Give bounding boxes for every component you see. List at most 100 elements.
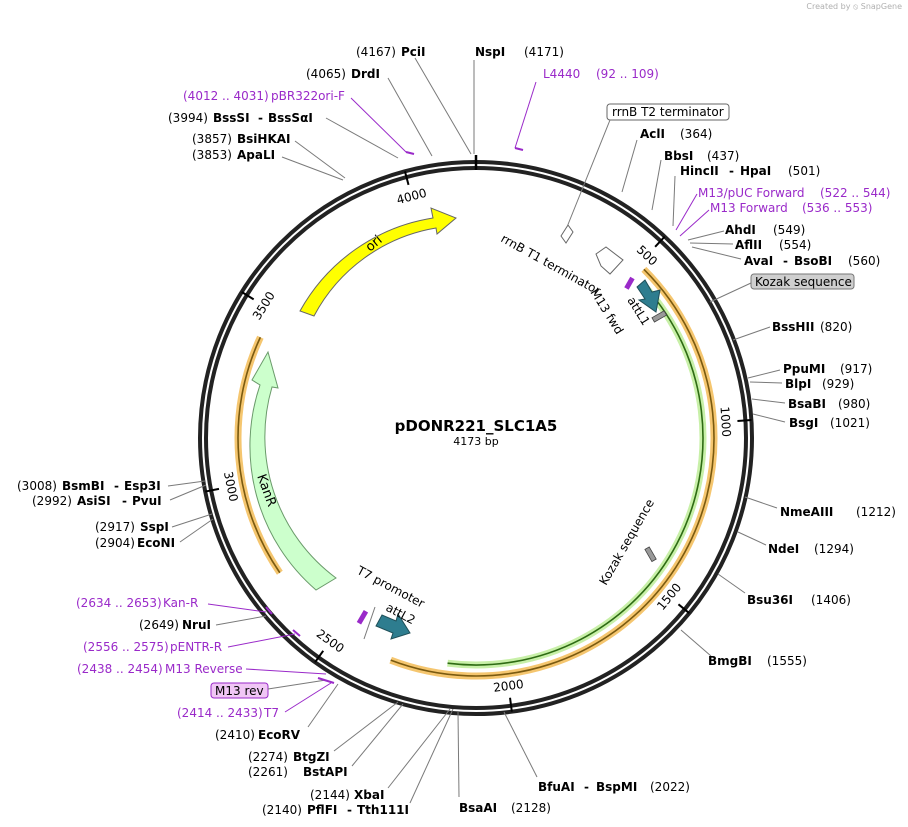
blpi-leader — [749, 381, 783, 384]
bsshii-name: BssHII — [772, 320, 814, 334]
pcii-pos: (4167) — [356, 45, 396, 59]
hincii-name: HincII — [680, 164, 719, 178]
credit-prefix: Created by — [806, 2, 851, 11]
ppumi-pos: (917) — [840, 362, 872, 376]
l4440-name: L4440 — [543, 67, 580, 81]
ndei-name: NdeI — [768, 542, 799, 556]
rrnb-t2-terminator-icon — [560, 224, 574, 244]
tick-label: 4000 — [395, 186, 428, 207]
m13fwd-range: (536 .. 553) — [802, 201, 872, 215]
nmeaiii-name: NmeAIII — [780, 505, 833, 519]
tick-label: 2500 — [314, 626, 347, 655]
tick-label: 3500 — [250, 289, 278, 322]
bsmbi-pos: (3008) — [17, 479, 57, 493]
bsihkai-pos: (3857) — [192, 132, 232, 146]
m13fwd-leader — [679, 209, 710, 237]
btgzi-leader — [333, 701, 399, 752]
m13rev-range: (2438 .. 2454) — [77, 662, 163, 676]
pcii-name: PciI — [401, 45, 426, 59]
m13rev-leader — [245, 668, 327, 675]
nrui-name: NruI — [182, 618, 211, 632]
bsshii-pos: (820) — [820, 320, 852, 334]
nmeaiii-leader — [744, 496, 778, 509]
hpai-name: HpaI — [740, 164, 771, 178]
tick-mark — [654, 235, 666, 248]
acli-name: AclI — [640, 127, 665, 141]
tick-mark — [737, 419, 752, 422]
rrnb-t1-label: rrnB T1 terminator — [499, 231, 603, 297]
apali-leader — [281, 156, 344, 181]
pbr322-leader — [350, 97, 407, 153]
ori-arrow-icon — [299, 207, 457, 317]
sspi-leader — [171, 513, 213, 528]
tick-mark — [677, 603, 690, 614]
pvui-name: PvuI — [132, 494, 162, 508]
ahdi-leader — [687, 230, 725, 241]
acli-leader — [621, 139, 638, 193]
tick-mark — [509, 697, 513, 712]
ahdi-name: AhdI — [725, 223, 756, 237]
esp3i-name: Esp3I — [124, 479, 161, 493]
m13puc-leader — [675, 193, 698, 231]
bsabi-leader — [751, 398, 786, 404]
bmgbi-name: BmgBI — [708, 654, 752, 668]
pentr-range: (2556 .. 2575) — [83, 640, 169, 654]
nrui-leader — [215, 615, 267, 626]
tick-mark — [403, 171, 410, 186]
pentr-site — [292, 629, 301, 637]
nrui-pos: (2649) — [139, 618, 179, 632]
bsssi-sep: - — [258, 111, 263, 125]
kanr-primer-leader — [207, 603, 267, 613]
btgzi-name: BtgZI — [293, 750, 330, 764]
bsaai-name: BsaAI — [459, 801, 497, 815]
plasmid-name: pDONR221_SLC1A5 — [395, 417, 558, 435]
tick-label: 3000 — [221, 470, 241, 503]
btgzi-pos: (2274) — [248, 750, 288, 764]
rrnb-t1-terminator-icon — [595, 246, 624, 275]
rrnb-t2-box — [606, 103, 730, 121]
bsssi-pos: (3994) — [168, 111, 208, 125]
ecorv-name: EcoRV — [258, 728, 301, 742]
kanr-primer-name: Kan-R — [163, 596, 198, 610]
ahdi-pos: (549) — [773, 223, 805, 237]
bsu36i-name: Bsu36I — [747, 593, 793, 607]
ecorv-pos: (2410) — [215, 728, 255, 742]
asisi-sep: - — [122, 494, 127, 508]
left-arc — [237, 336, 281, 574]
pbr322-range: (4012 .. 4031) — [183, 89, 269, 103]
ppumi-name: PpuMI — [783, 362, 825, 376]
avai-leader — [691, 246, 742, 260]
bsihkai-name: BsiHKAI — [237, 132, 291, 146]
bsmbi-sep: - — [114, 479, 119, 493]
econi-pos: (2904) — [95, 536, 135, 550]
insert-highlight-arc — [389, 266, 718, 680]
pbr322-site — [405, 151, 415, 155]
m13-rev-box-leader — [267, 679, 327, 690]
bsgi-name: BsgI — [789, 416, 818, 430]
apali-name: ApaLI — [237, 148, 275, 162]
ndei-pos: (1294) — [814, 542, 854, 556]
aflii-name: AflII — [735, 238, 762, 252]
tick-label: 1000 — [717, 406, 733, 437]
bmgbi-leader — [680, 629, 712, 657]
sspi-name: SspI — [140, 520, 169, 534]
right-labels: AclI (364) BbsI (437) HincII - HpaI (501… — [457, 127, 896, 815]
econi-name: EcoNI — [137, 536, 175, 550]
bsaai-leader — [457, 711, 460, 798]
asisi-pos: (2992) — [32, 494, 72, 508]
bspmi-name: BspMI — [596, 780, 637, 794]
m13rev-name: M13 Reverse — [165, 662, 243, 676]
xbai-name: XbaI — [354, 788, 384, 802]
t7-promoter-site — [356, 609, 369, 625]
bsu36i-pos: (1406) — [811, 593, 851, 607]
m13-rev-box-label: M13 rev — [215, 684, 264, 698]
kozak-box — [750, 273, 855, 290]
attl2-arrow-icon — [375, 612, 411, 640]
hincii-pos: (501) — [788, 164, 820, 178]
m13puc-name: M13/pUC Forward — [698, 186, 805, 200]
orf-arc — [447, 286, 704, 666]
bsgi-leader — [752, 413, 786, 423]
bsmbi-name: BsmBI — [62, 479, 104, 493]
tick-label: 2000 — [492, 677, 524, 695]
